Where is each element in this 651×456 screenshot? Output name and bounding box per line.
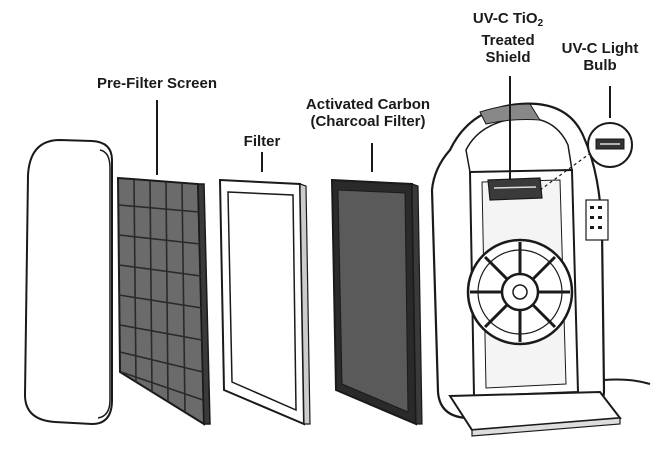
label-shield-subscript: 2	[537, 18, 544, 29]
label-bulb-line1: UV-C Light	[561, 40, 639, 57]
label-uvc-shield: UV-C TiO2 Treated Shield	[473, 10, 543, 66]
leader-lines	[156, 76, 611, 180]
filter-panel	[218, 178, 311, 426]
label-shield-prefix: UV-C TiO	[472, 10, 538, 27]
label-bulb-line2: Bulb	[583, 57, 617, 74]
label-carbon-line2: (Charcoal Filter)	[310, 113, 426, 130]
label-filter: Filter	[243, 133, 281, 150]
label-carbon-line1: Activated Carbon	[305, 96, 431, 113]
label-activated-carbon: Activated Carbon (Charcoal Filter)	[306, 96, 430, 130]
air-purifier-unit	[430, 102, 651, 437]
carbon-filter-panel	[330, 178, 423, 426]
front-cover-panel	[23, 138, 113, 426]
pre-filter-screen	[116, 176, 211, 426]
label-shield-line2: Treated	[481, 32, 535, 49]
label-shield-line3: Shield	[485, 49, 531, 66]
label-uvc-bulb: UV-C Light Bulb	[562, 40, 639, 74]
label-pre-filter-screen: Pre-Filter Screen	[96, 75, 218, 92]
uv-bulb-magnifier	[539, 122, 633, 191]
label-shield-line1: UV-C TiO2	[473, 10, 543, 32]
